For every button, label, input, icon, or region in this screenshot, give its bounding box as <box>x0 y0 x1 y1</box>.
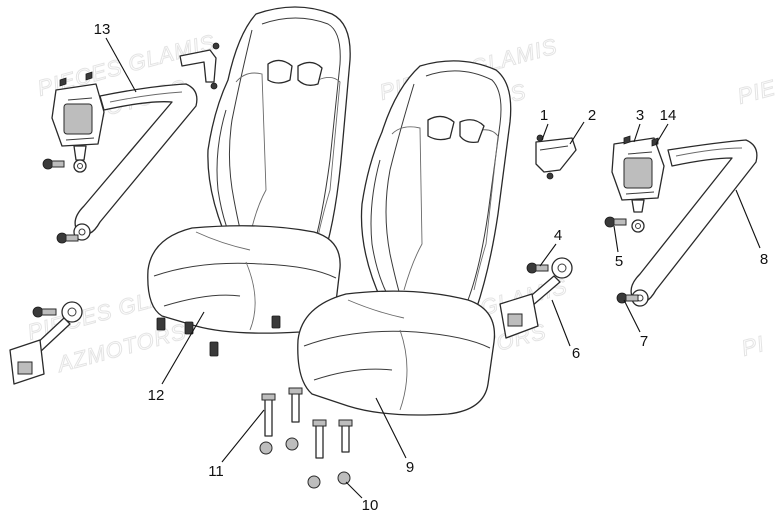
seat-stud <box>209 341 219 357</box>
leader-lines <box>105 37 761 499</box>
callout-13: 13 <box>94 21 111 38</box>
left-mount-bracket <box>179 42 220 90</box>
callout-labels: 1 2 3 4 5 6 7 8 9 10 11 12 13 14 <box>94 21 769 514</box>
watermark-text: PIE <box>735 75 776 109</box>
callout-9: 9 <box>406 459 414 476</box>
nut <box>307 475 321 489</box>
right-buckle <box>499 257 573 339</box>
watermark-text: PI <box>739 331 767 361</box>
right-mount-bracket <box>535 134 577 180</box>
left-seat <box>147 6 351 357</box>
seat-stud <box>184 321 194 335</box>
seat-stud <box>156 317 166 331</box>
right-belt-retractor <box>604 135 758 307</box>
callout-3: 3 <box>636 107 644 124</box>
callout-10: 10 <box>362 497 379 514</box>
mounting-hardware <box>259 387 353 489</box>
nut <box>337 471 351 485</box>
seat-stud <box>271 315 281 329</box>
callout-11: 11 <box>208 463 224 480</box>
callout-14: 14 <box>660 107 677 124</box>
callout-12: 12 <box>148 387 165 404</box>
callout-8: 8 <box>760 251 768 268</box>
left-buckle <box>9 301 83 385</box>
callout-4: 4 <box>554 227 562 244</box>
callout-5: 5 <box>615 253 623 270</box>
callout-7: 7 <box>640 333 648 350</box>
callout-6: 6 <box>572 345 580 362</box>
callout-2: 2 <box>588 107 596 124</box>
callout-1: 1 <box>540 107 548 124</box>
nut <box>285 437 299 451</box>
nut <box>259 441 273 455</box>
right-seat <box>297 60 512 416</box>
left-belt-retractor <box>42 71 198 244</box>
